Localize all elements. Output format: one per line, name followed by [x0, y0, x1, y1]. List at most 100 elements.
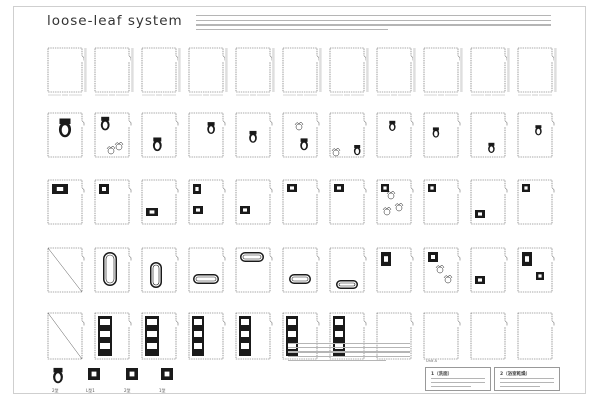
- notes-box-left: 1（洗面）: [425, 367, 491, 391]
- toilet-seat: [102, 121, 108, 129]
- plant-leaves: [394, 203, 404, 207]
- room-cell: [376, 247, 414, 293]
- dimension-tag: [178, 48, 180, 92]
- fixture-hole: [431, 255, 435, 259]
- legend-icon: [126, 368, 138, 380]
- fixture-slot: [241, 319, 249, 325]
- room-cell: [282, 179, 320, 225]
- door-swing: [316, 255, 320, 261]
- dimension-tag: [131, 48, 133, 92]
- room-cell: [47, 112, 85, 158]
- room-cell: [47, 179, 85, 225]
- door-swing: [410, 320, 414, 326]
- bathtub-basin: [337, 281, 357, 288]
- poster-title: loose-leaf system: [47, 13, 183, 29]
- fixture-slot: [147, 343, 157, 349]
- room-cell: [188, 312, 226, 360]
- toilet-seat: [390, 124, 395, 130]
- room-cell: [423, 312, 461, 360]
- room-wall: [141, 47, 177, 93]
- room-cell: [141, 112, 179, 158]
- room-cell: [141, 312, 179, 360]
- room-cell: [141, 47, 181, 97]
- room-cell: [517, 112, 555, 158]
- toilet-seat: [355, 148, 360, 154]
- fixture-hole: [524, 186, 528, 190]
- door-swing: [175, 255, 179, 261]
- door-swing: [504, 187, 508, 193]
- room-wall: [423, 47, 459, 93]
- room-cell: [329, 47, 369, 97]
- fixture-hole: [430, 186, 434, 190]
- room-cell: [517, 179, 555, 225]
- door-swing: [81, 320, 85, 326]
- toilet-seat: [536, 128, 541, 135]
- bathtub-inner: [105, 254, 115, 284]
- fixture-slot: [288, 319, 296, 325]
- fixture-slot: [147, 319, 157, 325]
- plant-leaves: [294, 122, 304, 126]
- fixture-slot: [335, 331, 343, 337]
- bathtub-inner: [152, 264, 160, 286]
- notes-header: Unit A: [426, 359, 437, 363]
- room-cell: [94, 112, 132, 158]
- room-wall: [47, 47, 83, 93]
- room-cell: [517, 312, 555, 360]
- bathtub-inner: [338, 282, 356, 287]
- door-swing: [175, 187, 179, 193]
- room-wall: [235, 47, 271, 93]
- fixture-slot: [288, 331, 296, 337]
- room-cell: [94, 247, 132, 293]
- room-cell: [470, 247, 508, 293]
- toilet-seat: [250, 135, 256, 142]
- room-wall: [329, 47, 365, 93]
- door-swing: [551, 187, 555, 193]
- room-wall: [282, 112, 318, 158]
- dimension-tag: [507, 48, 509, 92]
- room-cell: [235, 312, 273, 360]
- legend-label-1: 2型: [52, 388, 59, 393]
- dimension-tag: [554, 48, 556, 92]
- dimension-tag: [319, 48, 321, 92]
- room-cell: [423, 247, 461, 293]
- bathtub-inner: [242, 254, 262, 260]
- fixture-slot: [241, 343, 249, 349]
- dimension-tag: [272, 48, 274, 92]
- door-swing: [551, 120, 555, 126]
- door-swing: [457, 255, 461, 261]
- fixture-hole: [149, 210, 155, 214]
- room-cell: [470, 179, 508, 225]
- room-wall: [282, 247, 318, 293]
- room-wall: [376, 112, 412, 158]
- bathtub-basin: [151, 263, 161, 287]
- explanation-text: [288, 343, 410, 364]
- plant-leaves: [382, 207, 392, 211]
- toilet-seat: [301, 142, 307, 149]
- fixture-hole: [383, 186, 387, 190]
- toilet-seat: [55, 373, 61, 382]
- toilet-tank: [300, 138, 308, 142]
- plant-leaves: [331, 148, 341, 152]
- room-cell: [282, 47, 322, 97]
- door-swing: [222, 255, 226, 261]
- bathtub-inner: [291, 276, 309, 282]
- door-swing: [128, 120, 132, 126]
- fixture-hole: [164, 371, 170, 377]
- dimension-tag: [225, 48, 227, 92]
- door-swing: [81, 187, 85, 193]
- door-swing: [363, 120, 367, 126]
- door-swing: [504, 255, 508, 261]
- door-swing: [128, 255, 132, 261]
- legend-label-4: 1型: [159, 388, 166, 393]
- fixture-slot: [194, 319, 202, 325]
- room-wall: [517, 112, 553, 158]
- door-swing: [316, 120, 320, 126]
- door-swing: [222, 320, 226, 326]
- toilet-seat: [489, 146, 494, 152]
- plant-leaves: [435, 265, 445, 269]
- room-wall: [141, 179, 177, 225]
- room-cell: [329, 312, 367, 360]
- room-cell: [423, 47, 463, 97]
